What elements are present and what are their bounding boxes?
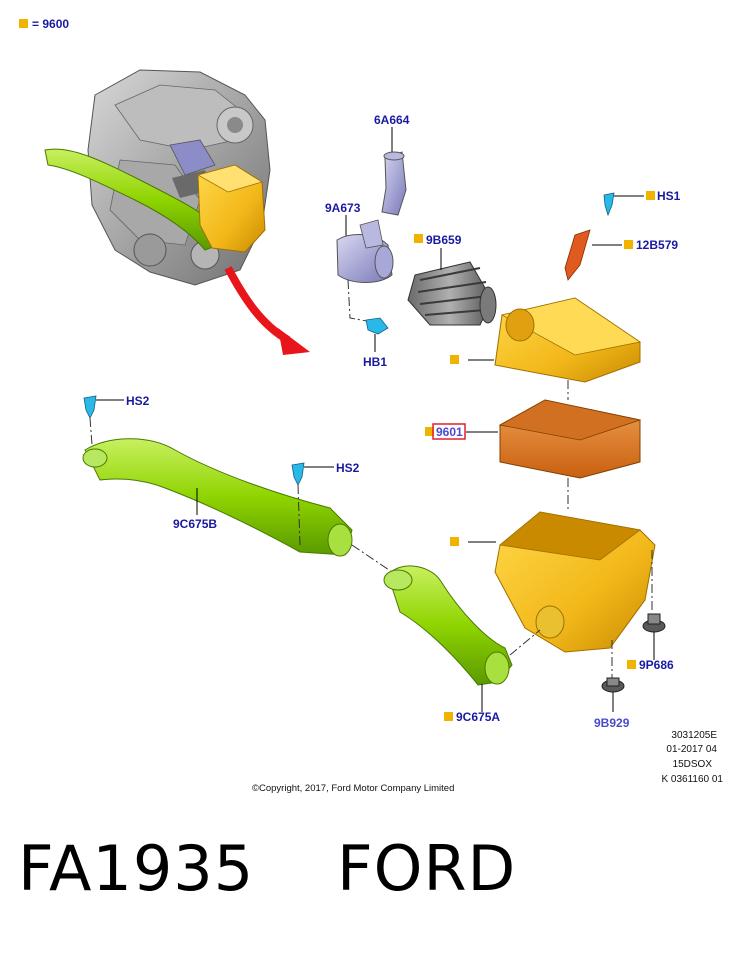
- label-9c675b: 9C675B: [173, 517, 217, 531]
- part-9b929-grommet: [601, 677, 625, 712]
- legend-swatch: [19, 19, 28, 28]
- part-9c675b-duct: [82, 438, 353, 557]
- label-9p686: 9P686: [639, 658, 674, 672]
- meta-line-2: 01-2017 04: [666, 744, 717, 755]
- assembly-line-duct: [351, 544, 393, 573]
- label-6a664: 6A664: [374, 113, 410, 127]
- meta-line-4: K 0361160 01: [661, 774, 723, 785]
- copyright-notice: ©Copyright, 2017, Ford Motor Company Lim…: [252, 783, 454, 794]
- label-12b579: 12B579: [636, 238, 678, 252]
- part-number-heading: FA1935 FORD: [18, 838, 516, 900]
- label-9601: 9601: [436, 425, 463, 439]
- legend-text: = 9600: [32, 17, 69, 31]
- part-12b579-bracket: [564, 229, 622, 281]
- part-hs1-screw: [603, 192, 644, 217]
- meta-line-1: 3031205E: [671, 730, 717, 741]
- label-hb1: HB1: [363, 355, 387, 369]
- part-9601-air-filter: [466, 380, 642, 510]
- part-airbox-lid: [468, 297, 642, 383]
- marker-airbox-lower: [450, 537, 459, 546]
- marker-12b579: [624, 240, 633, 249]
- brand-name: FORD: [337, 832, 517, 905]
- marker-airbox-lid: [450, 355, 459, 364]
- marker-9b659: [414, 234, 423, 243]
- label-hs2-left: HS2: [126, 394, 150, 408]
- label-hs1: HS1: [657, 189, 681, 203]
- part-6a664-hose: [381, 127, 407, 216]
- highlight-box-9601: [432, 423, 466, 440]
- part-hs2-clip-middle: [291, 462, 334, 546]
- label-9b659: 9B659: [426, 233, 462, 247]
- part-9a673-mass-airflow-sensor: [336, 215, 394, 323]
- part-9b659-bellows: [407, 261, 497, 326]
- engine-illustration: [44, 69, 271, 286]
- part-9c675a-elbow: [383, 565, 541, 712]
- marker-9c675a: [444, 712, 453, 721]
- label-hs2-middle: HS2: [336, 461, 360, 475]
- label-9a673: 9A673: [325, 201, 361, 215]
- label-9c675a: 9C675A: [456, 710, 500, 724]
- direction-arrow: [224, 266, 310, 355]
- drawing-metadata: 3031205E 01-2017 04 15DSOX K 0361160 01: [661, 730, 723, 785]
- part-hs2-clip-left: [83, 395, 124, 446]
- marker-hs1: [646, 191, 655, 200]
- part-hb1-clip: [365, 317, 389, 352]
- marker-9p686: [627, 660, 636, 669]
- part-9p686-grommet: [642, 613, 666, 660]
- meta-line-3: 15DSOX: [673, 759, 713, 770]
- part-number: FA1935: [18, 832, 255, 905]
- part-airbox-lower: [468, 511, 656, 680]
- marker-9601: [425, 427, 434, 436]
- legend: = 9600: [19, 17, 69, 31]
- label-9b929: 9B929: [594, 716, 630, 730]
